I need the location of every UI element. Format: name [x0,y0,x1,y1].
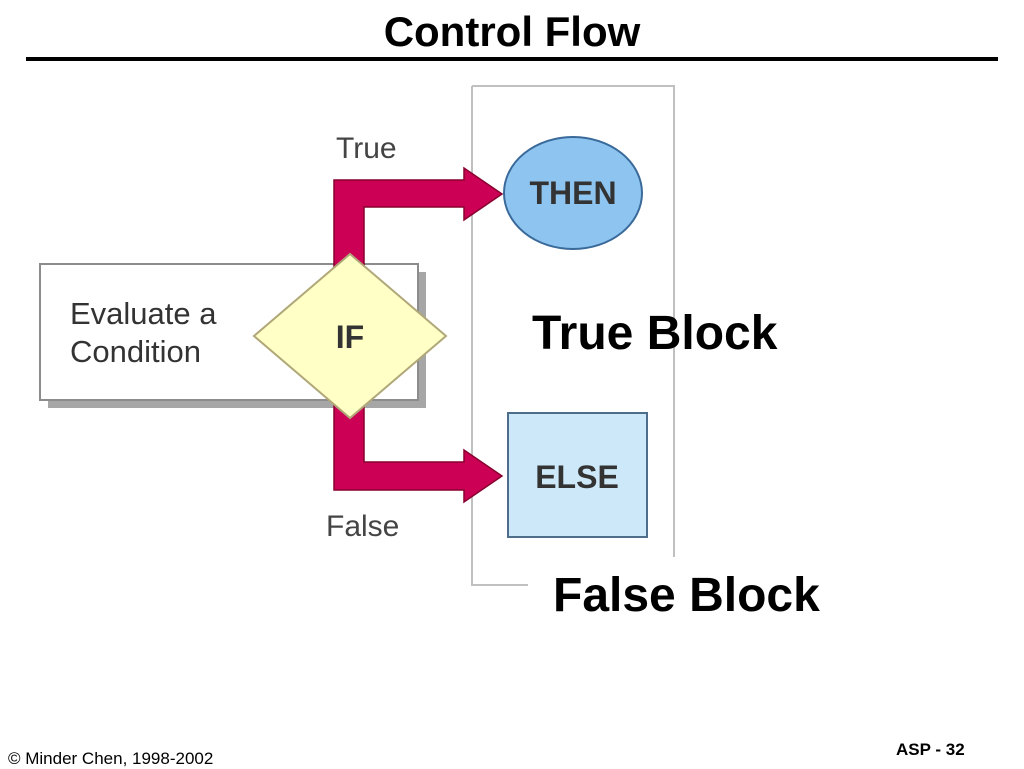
copyright-footer: © Minder Chen, 1998-2002 [8,749,214,768]
else-label: ELSE [535,459,619,495]
then-label: THEN [529,175,616,211]
if-diamond [252,252,448,420]
if-label: IF [336,319,364,355]
then-ellipse [503,136,643,250]
slide-title: Control Flow [383,8,641,55]
block-bracket [471,85,675,586]
true-path-arrow [333,166,504,291]
evaluate-label-line2: Condition [70,334,201,369]
false-path-arrow [333,389,504,504]
true-label: True [336,132,397,165]
else-box [507,412,648,538]
title-divider [26,57,998,61]
false-label: False [326,510,399,543]
true-block-label: True Block [532,307,778,360]
evaluate-label-line1: Evaluate a [70,296,217,331]
slide-number: ASP - 32 [896,740,965,759]
false-block-label: False Block [553,569,820,622]
